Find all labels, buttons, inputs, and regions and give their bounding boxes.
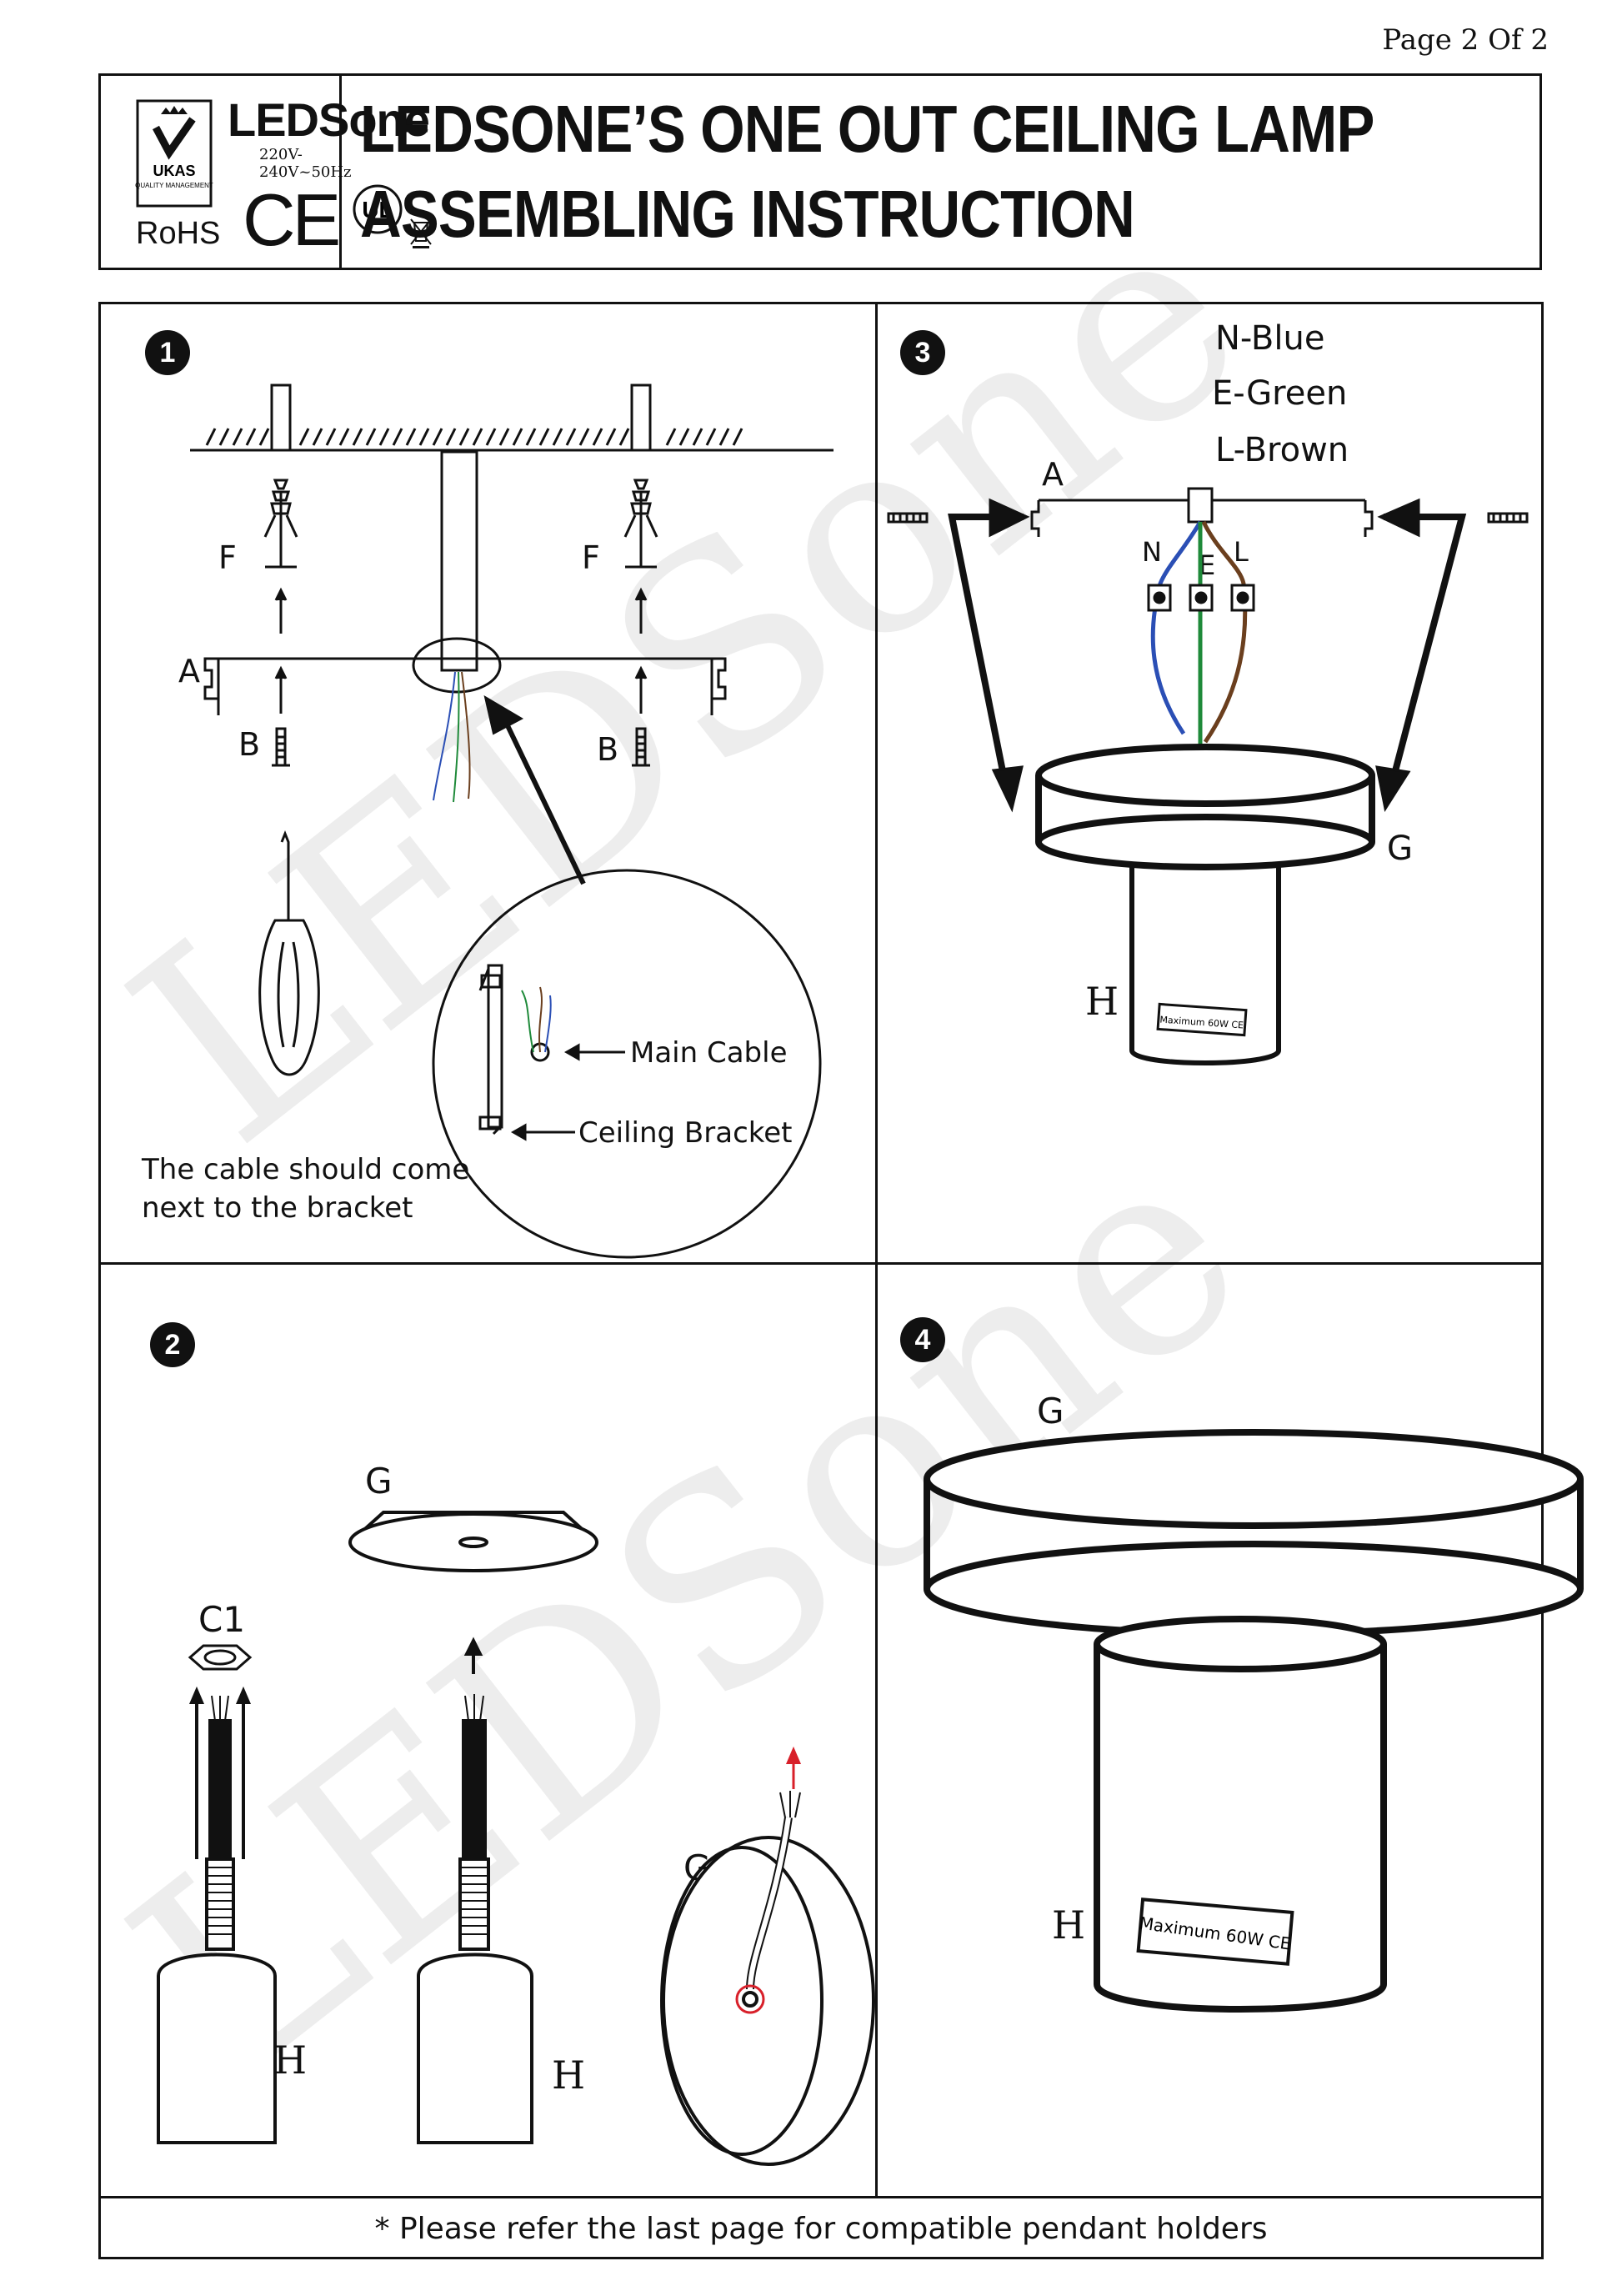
voltage-rating: 220V-240V~50Hz — [259, 146, 352, 181]
brand-name: LEDSone — [228, 93, 430, 146]
svg-text:QUALITY MANAGEMENT: QUALITY MANAGEMENT — [135, 182, 213, 189]
ul-mark: UL — [353, 184, 403, 234]
arrow-up-f-left — [274, 587, 288, 634]
canopy-g-step4 — [924, 1429, 1584, 1637]
detail-pointer-arrow — [501, 715, 586, 885]
callout-ceiling-bracket: Ceiling Bracket — [578, 1116, 793, 1150]
terminal-label-n: N — [1142, 536, 1162, 568]
wire-legend-live: L-Brown — [1215, 431, 1349, 469]
screw-b-right — [632, 727, 650, 767]
instruction-grid — [98, 302, 1544, 2259]
arrow-up-f-right — [634, 587, 648, 634]
ukas-logo: UKAS QUALITY MANAGEMENT — [135, 99, 213, 208]
page-number: Page 2 Of 2 — [1382, 23, 1549, 57]
terminal-label-l: L — [1234, 536, 1249, 568]
label-h-step2-mid: H — [552, 2053, 586, 2098]
label-g-step2-top: G — [365, 1461, 393, 1501]
wire-legend-earth: E-Green — [1212, 374, 1348, 413]
title-block: LEDSONE’S ONE OUT CEILING LAMP ASSEMBLIN… — [342, 76, 1539, 268]
arrow-bracket-right — [1375, 498, 1467, 812]
label-h-step3: H — [1085, 979, 1119, 1024]
label-g-step4: G — [1037, 1391, 1064, 1431]
label-c1: C1 — [198, 1599, 246, 1640]
tick-icon — [153, 117, 196, 160]
lamp-holder-step3 — [1129, 865, 1281, 1065]
screw-b-left — [272, 727, 290, 767]
ceiling-bracket-a — [203, 657, 727, 715]
svg-text:UKAS: UKAS — [153, 163, 195, 179]
pendant-mid — [417, 1694, 533, 2144]
step-3-badge: 3 — [900, 330, 945, 375]
svg-text:UL: UL — [362, 197, 393, 223]
arrow-up-b-left — [274, 665, 288, 714]
crown-icon — [161, 106, 188, 114]
pendant-left — [157, 1686, 277, 2144]
grid-divider-horizontal — [98, 1262, 1544, 1265]
side-screw-right — [1487, 512, 1529, 524]
detail-bracket — [478, 964, 503, 1135]
ceiling-bracket-arrow — [510, 1123, 575, 1141]
canopy-g-step3 — [1035, 744, 1375, 870]
grid-divider-vertical — [875, 302, 878, 2198]
title-line-1: LEDSONE’S ONE OUT CEILING LAMP — [360, 92, 1374, 166]
ceiling-hatching — [205, 428, 743, 446]
weee-bin-icon — [410, 218, 432, 248]
canopy-g-rear-view — [660, 1746, 875, 2166]
logo-block: UKAS QUALITY MANAGEMENT LEDSone 220V-240… — [101, 76, 432, 268]
cable-column — [440, 450, 478, 672]
side-screw-left — [887, 512, 929, 524]
terminal-label-e: E — [1199, 549, 1216, 581]
label-f-left: F — [218, 539, 237, 576]
label-h-step2-left: H — [273, 2038, 308, 2083]
arrow-up-canopy — [463, 1637, 483, 1674]
terminal-block — [1147, 584, 1255, 612]
label-a-step1: A — [178, 653, 200, 689]
wall-plug-right — [623, 479, 658, 569]
nut-c1 — [188, 1644, 253, 1671]
detail-circle — [432, 869, 822, 1259]
footer-note: * Please refer the last page for compati… — [374, 2211, 1268, 2246]
step-4-badge: 4 — [900, 1317, 945, 1362]
holder-label-box-step3 — [1156, 1002, 1248, 1037]
footer-divider — [98, 2196, 1544, 2198]
label-a-step3: A — [1042, 456, 1064, 493]
holder-label-box-step4 — [1136, 1897, 1294, 1966]
wall-plug-left — [263, 479, 298, 569]
screwdriver-icon — [258, 830, 320, 1076]
canopy-g-step2 — [348, 1511, 598, 1572]
callout-main-cable: Main Cable — [630, 1036, 788, 1070]
arrow-up-b-right — [634, 665, 648, 714]
bracket-cable-highlight — [412, 637, 502, 694]
label-h-step4: H — [1052, 1902, 1086, 1948]
arrow-bracket-left — [948, 498, 1030, 813]
red-arrow-up — [785, 1746, 802, 1789]
main-cable-arrow — [563, 1043, 625, 1061]
ceiling-hole-left — [270, 384, 292, 450]
wire-legend-neutral: N-Blue — [1215, 319, 1325, 358]
arrow-up-c1-right — [235, 1686, 252, 1859]
label-f-right: F — [582, 539, 600, 576]
ceiling-hole-right — [630, 384, 652, 450]
step-1-note: The cable should come next to the bracke… — [142, 1153, 470, 1225]
label-g-step3: G — [1387, 830, 1413, 868]
arrow-up-c1-left — [188, 1686, 205, 1859]
rohs-mark: RoHS — [136, 216, 221, 251]
step-1-badge: 1 — [145, 330, 190, 375]
ce-mark: CE — [243, 178, 341, 261]
label-b-right: B — [597, 731, 619, 768]
label-b-left: B — [238, 726, 261, 763]
title-line-2: ASSEMBLING INSTRUCTION — [360, 177, 1135, 251]
document-header: UKAS QUALITY MANAGEMENT LEDSone 220V-240… — [98, 73, 1542, 270]
step-2-badge: 2 — [150, 1322, 195, 1367]
